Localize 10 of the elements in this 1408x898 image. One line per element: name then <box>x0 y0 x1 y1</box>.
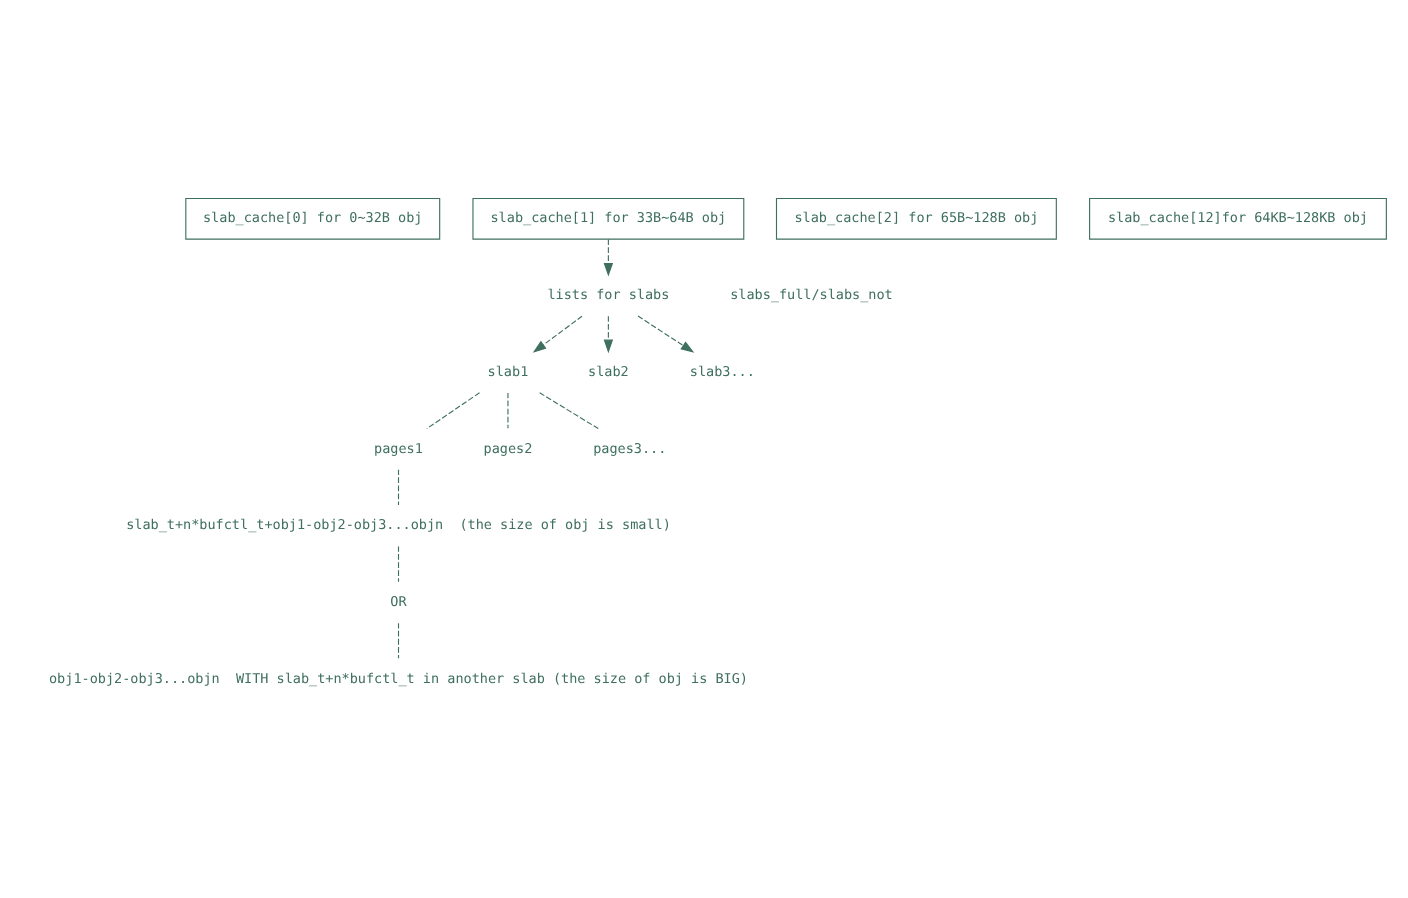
connector <box>507 392 509 429</box>
connector <box>426 392 481 430</box>
connector <box>397 545 400 583</box>
arrow <box>603 238 614 277</box>
arrow <box>637 315 695 353</box>
connector <box>397 469 400 506</box>
arrow <box>603 315 614 354</box>
connector <box>397 622 400 659</box>
arrow <box>532 315 583 353</box>
connector <box>539 392 599 430</box>
